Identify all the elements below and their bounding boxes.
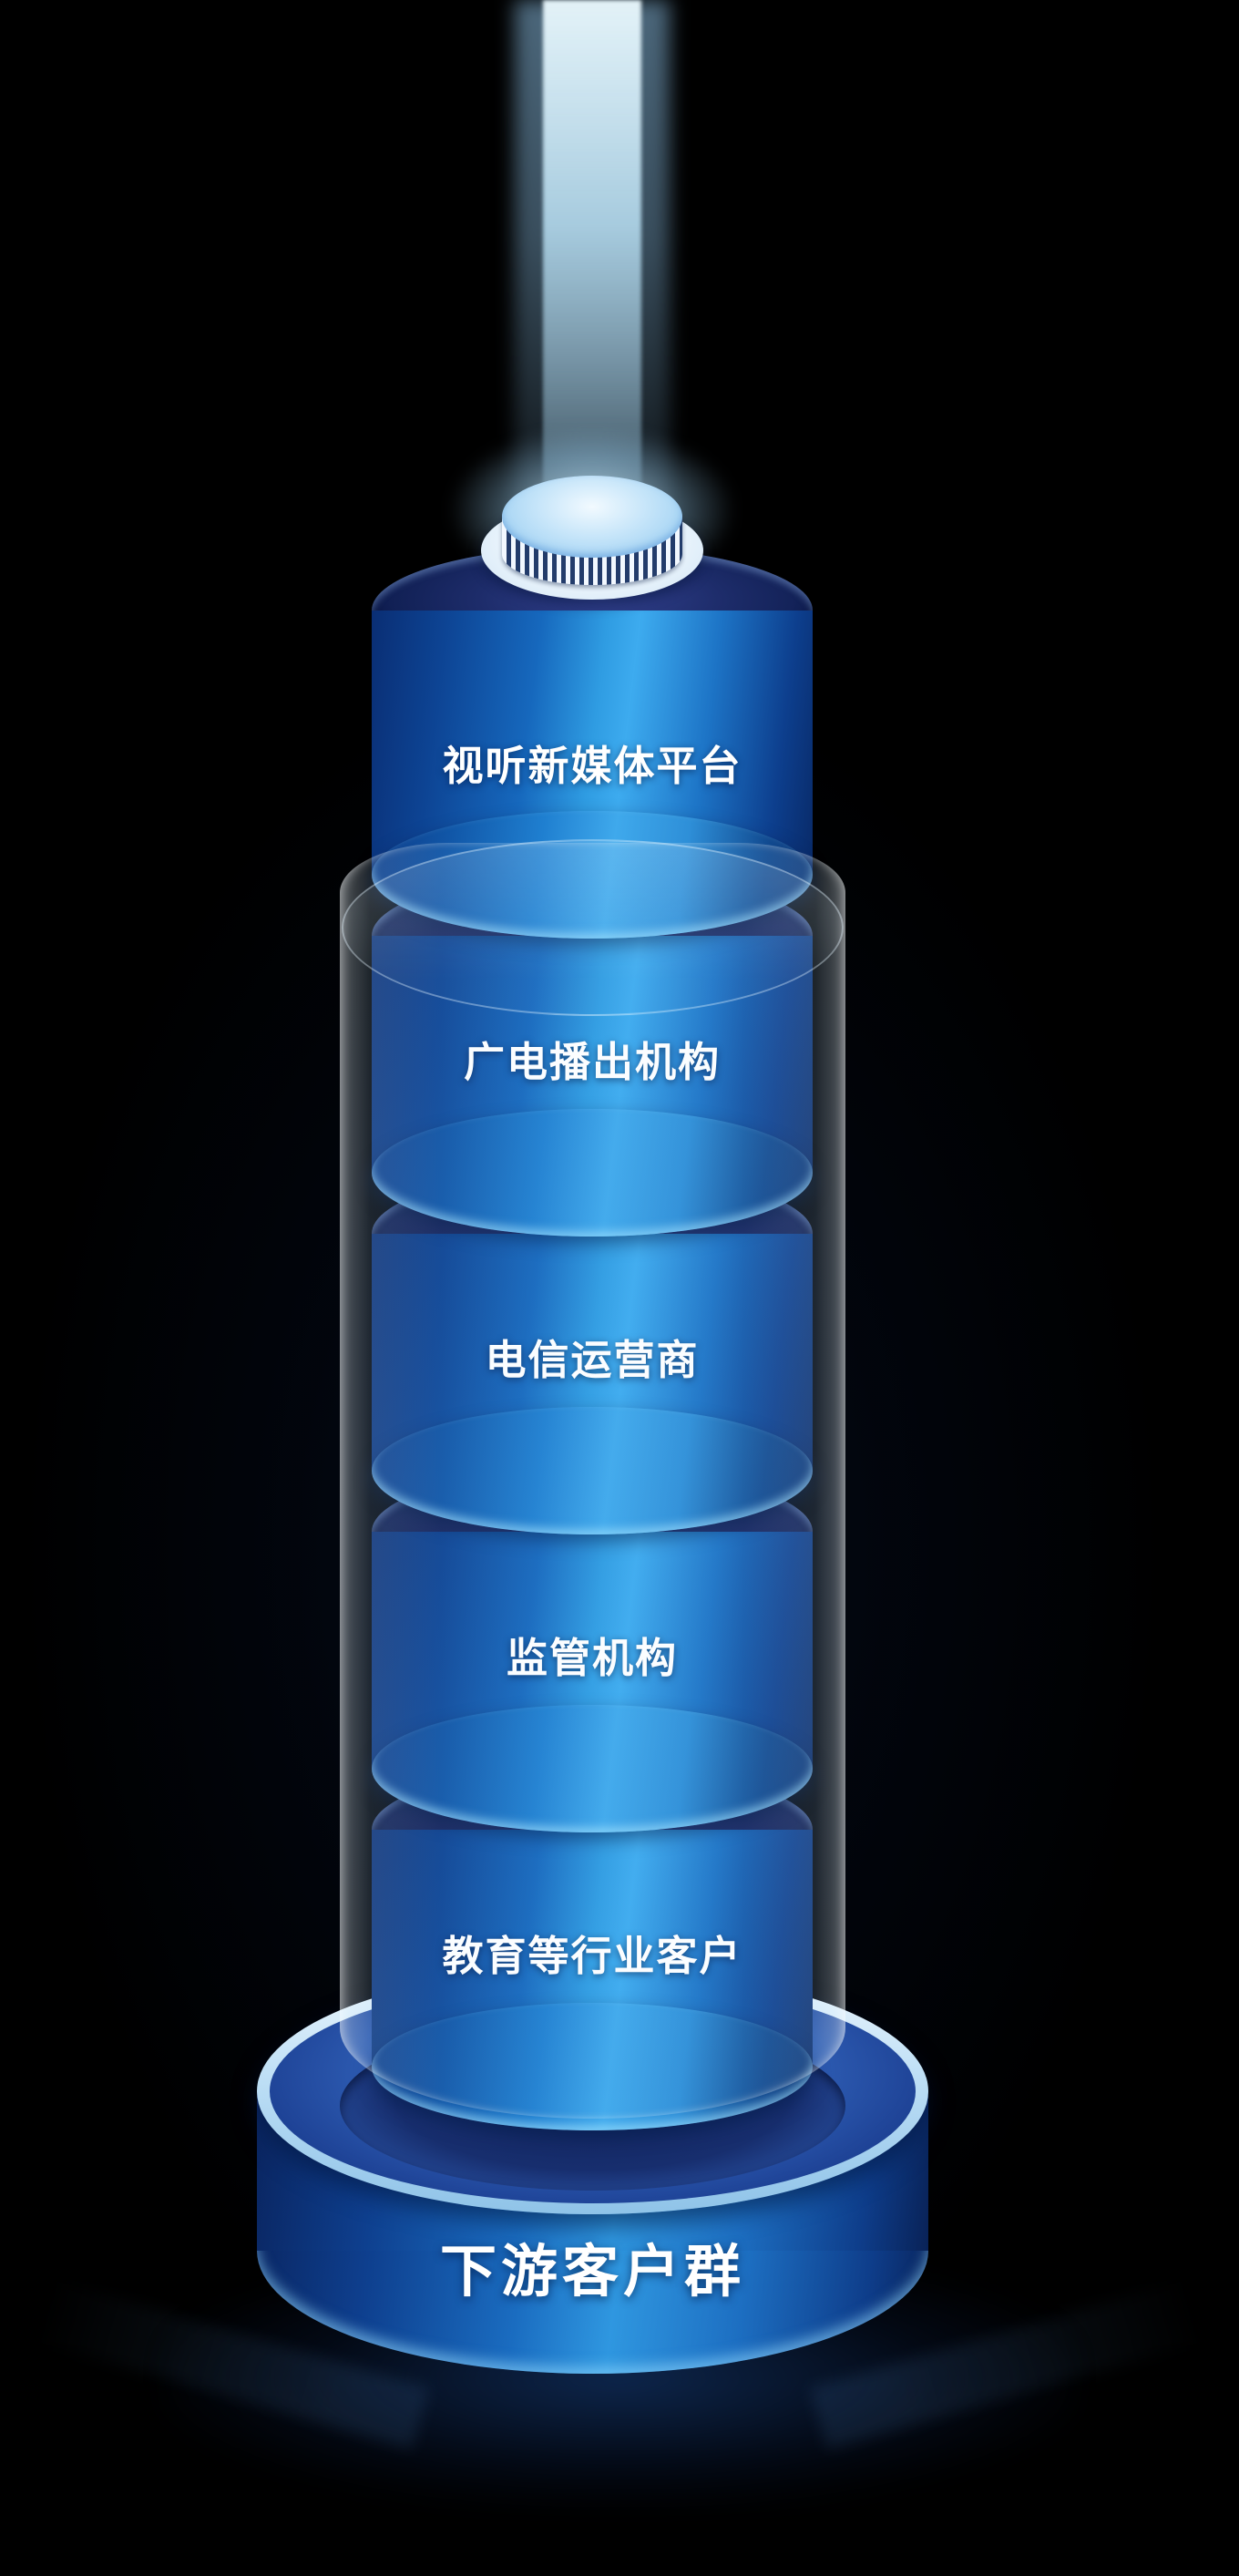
segment-5-label: 教育等行业客户 <box>442 1933 742 1979</box>
cap-top-face <box>502 476 682 558</box>
segment-4-label: 监管机构 <box>506 1635 678 1681</box>
segment-cylinder-2: 广电播出机构 <box>372 872 813 1237</box>
segment-3-label: 电信运营商 <box>485 1337 700 1383</box>
segment-1-bottom-rim <box>372 811 813 939</box>
base-label: 下游客户群 <box>439 2241 745 2304</box>
segment-2-bottom-rim <box>372 1109 813 1237</box>
segment-cylinder-1: 视听新媒体平台 <box>372 547 813 939</box>
segment-3-bottom-rim <box>372 1407 813 1534</box>
segment-5-bottom-rim <box>372 2003 813 2130</box>
segment-2-label: 广电播出机构 <box>463 1039 721 1085</box>
segment-1-label: 视听新媒体平台 <box>442 743 742 789</box>
segment-4-bottom-rim <box>372 1705 813 1832</box>
tower-cap <box>474 470 711 611</box>
